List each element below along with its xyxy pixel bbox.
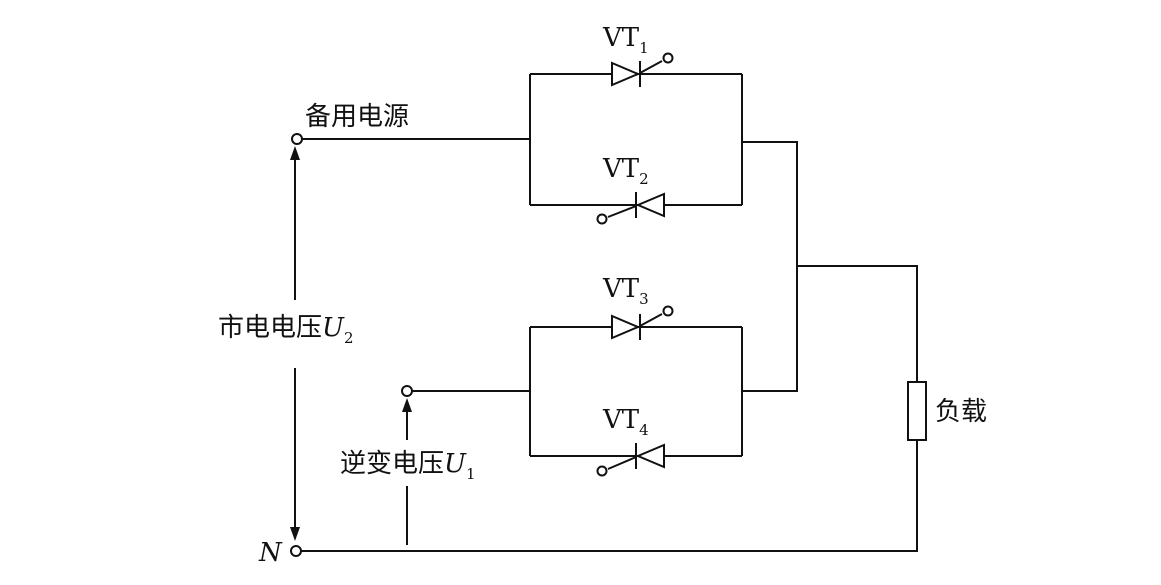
switch-group-bottom-loop [529,326,743,457]
gate-terminal-vt3 [662,305,674,317]
terminal-inverter [401,385,413,397]
thyristor-vt4 [596,443,680,477]
mains-voltage-arrow [290,146,300,541]
switch-group-top-loop [529,73,743,206]
gate-terminal-vt4 [596,465,608,477]
label-vt2: VT2 [602,154,649,188]
terminal-backup-power [291,133,303,145]
label-mains-voltage: 市电电压U2 [218,313,353,347]
label-vt1: VT1 [602,23,649,57]
wiring [301,73,918,552]
terminal-neutral [290,545,302,557]
thyristor-vt1 [600,52,680,87]
thyristor-vt2 [596,192,680,225]
label-vt3: VT3 [602,274,649,308]
thyristor-vt3 [600,305,680,340]
gate-terminal-vt2 [596,213,608,225]
label-backup-power: 备用电源 [305,102,409,132]
label-load: 负载 [935,397,987,427]
load-resistor [907,381,927,441]
label-vt4: VT4 [602,405,649,439]
inverter-voltage-arrow [402,398,412,545]
label-inverter-voltage: 逆变电压U1 [340,449,475,483]
wire-output [742,141,918,392]
wire-neutral-return [301,440,918,552]
label-neutral: N [258,538,283,568]
gate-terminal-vt1 [662,52,674,64]
